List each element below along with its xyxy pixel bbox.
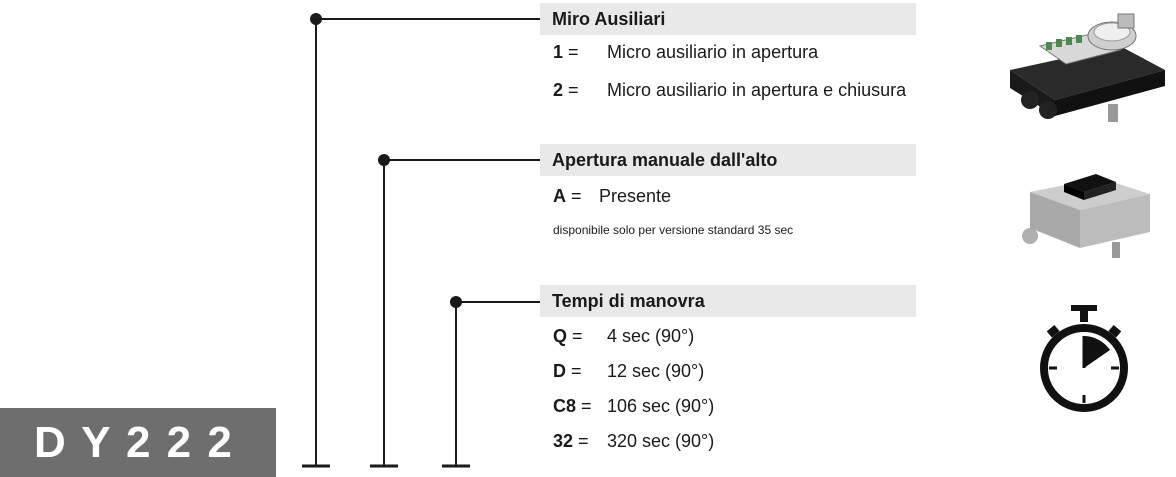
option-row: Q = 4 sec (90°) [553,324,694,348]
option-code: 1 [553,42,564,62]
equals-sign: = [573,431,589,451]
option-description: Presente [599,186,672,206]
equals-sign: = [566,186,582,206]
option-description: 106 sec (90°) [607,396,715,416]
option-code: 2 [553,80,564,100]
option-code: 32 [553,431,574,451]
option-description: 320 sec (90°) [607,431,715,451]
option-description: Micro ausiliario in apertura [607,42,819,62]
option-row: D = 12 sec (90°) [553,359,704,383]
option-row: C8 = 106 sec (90°) [553,394,714,418]
group-header-operating-times: Tempi di manovra [540,285,916,317]
manual-opening-actuator-icon [1022,174,1150,258]
equals-sign: = [563,80,579,100]
option-row: 32 = 320 sec (90°) [553,429,714,453]
option-row: A = Presente [553,184,671,208]
option-row: 1 = Micro ausiliario in apertura [553,40,818,64]
option-row: 2 = Micro ausiliario in apertura e chius… [553,78,906,102]
equals-sign: = [563,42,579,62]
equals-sign: = [566,361,582,381]
option-description: 4 sec (90°) [607,326,695,346]
option-description: 12 sec (90°) [607,361,705,381]
option-code: A [553,186,566,206]
group-header-aux-micro: Miro Ausiliari [540,3,916,35]
equals-sign: = [576,396,592,416]
option-code: Q [553,326,568,346]
option-code: C8 [553,396,577,416]
group-header-manual-opening: Apertura manuale dall'alto [540,144,916,176]
stopwatch-icon [1040,305,1128,412]
group-note: disponibile solo per versione standard 3… [553,223,794,237]
equals-sign: = [567,326,583,346]
option-code: D [553,361,566,381]
auxiliary-micro-switch-device-icon [1010,13,1165,122]
model-code: D Y 2 2 2 [0,408,276,477]
option-description: Micro ausiliario in apertura e chiusura [607,80,907,100]
